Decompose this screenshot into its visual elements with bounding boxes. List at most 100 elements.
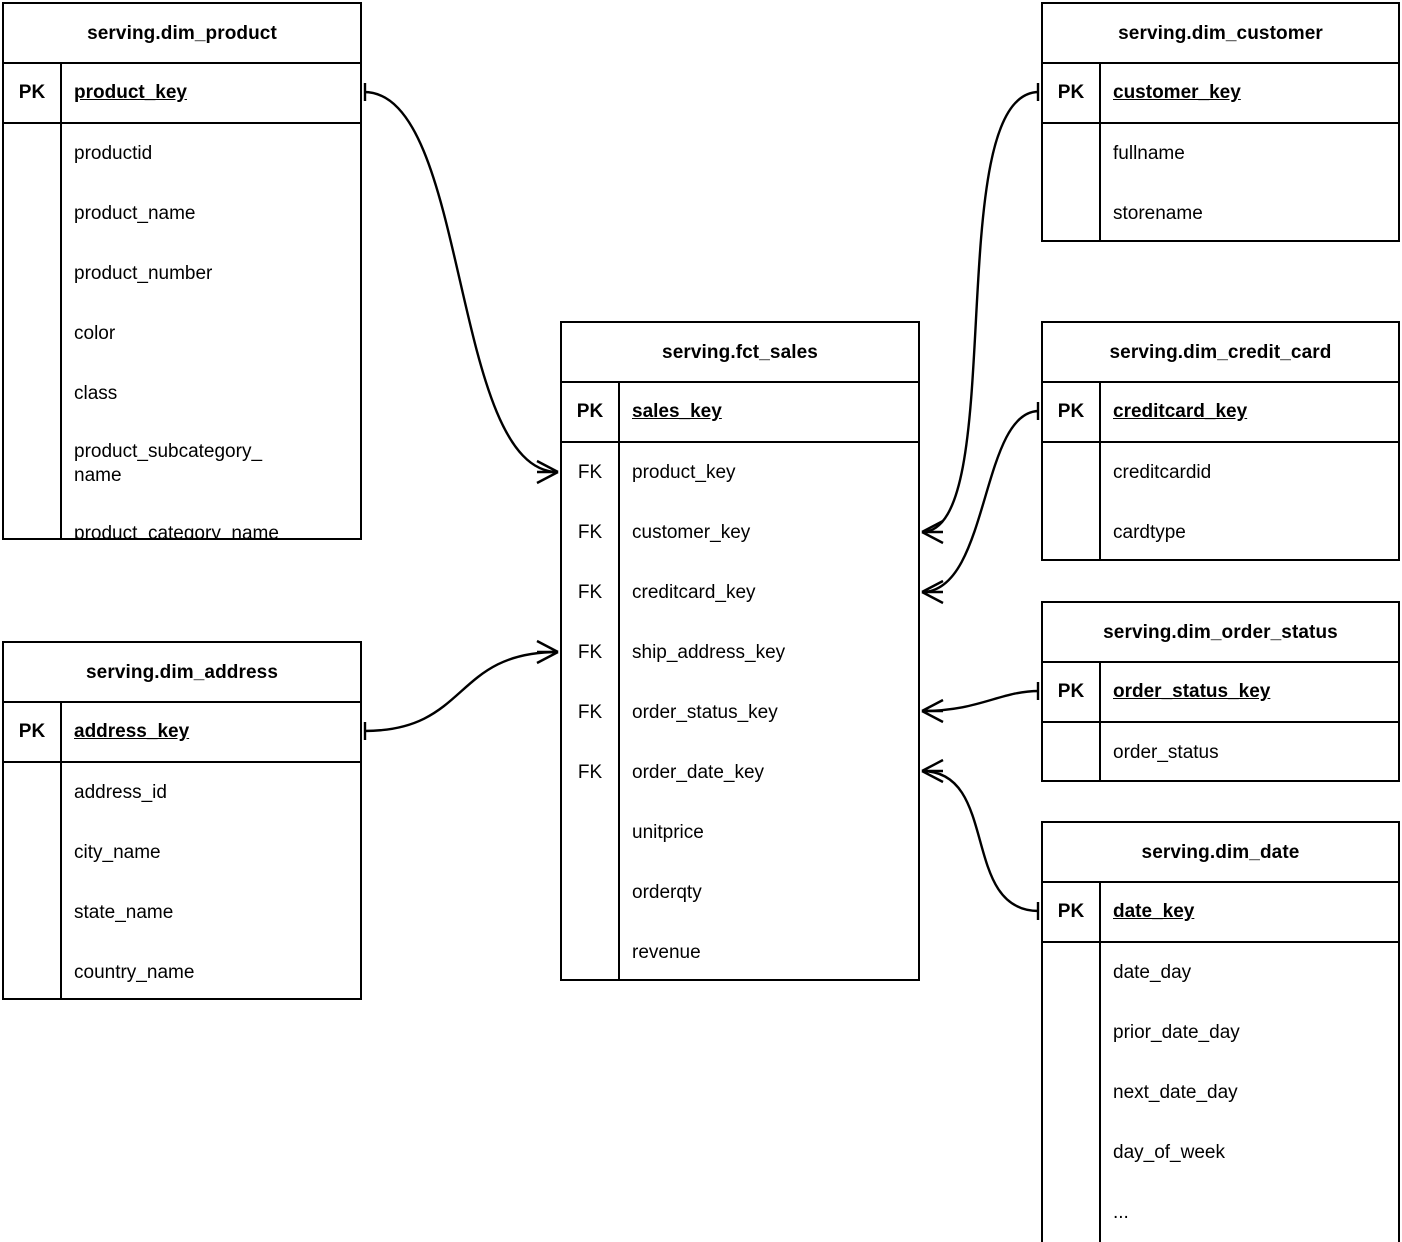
column-row: order_status_key xyxy=(632,702,778,723)
entity-title-dim-address: serving.dim_address xyxy=(4,643,360,703)
pk-name-fct-sales: sales_key xyxy=(632,401,722,422)
pk-row-dim-product: PK product_key xyxy=(4,64,360,124)
fk-badge: FK xyxy=(577,702,603,723)
pk-row-fct-sales: PK sales_key xyxy=(562,383,918,443)
column-row: order_date_key xyxy=(632,762,765,783)
attributes-dim-credit-card: creditcardid cardtype xyxy=(1043,443,1398,559)
attribute-row: class xyxy=(74,383,118,404)
pk-name-dim-order-status: order_status_key xyxy=(1113,681,1271,702)
entity-dim-credit-card[interactable]: serving.dim_credit_card PK creditcard_ke… xyxy=(1041,321,1400,561)
pk-badge-dim-product: PK xyxy=(4,64,62,122)
key-gutter-dim-customer xyxy=(1043,124,1101,240)
key-gutter-dim-product xyxy=(4,124,62,538)
relationship-address-crowsfoot xyxy=(536,639,559,665)
attribute-row: country_name xyxy=(74,962,195,983)
fk-gutter-fct-sales: FK FK FK FK FK FK xyxy=(562,443,620,979)
pk-badge-dim-customer: PK xyxy=(1043,64,1101,122)
column-row: revenue xyxy=(632,942,701,963)
attribute-row: next_date_day xyxy=(1113,1082,1238,1103)
attribute-row: prior_date_day xyxy=(1113,1022,1240,1043)
attribute-row: product_name xyxy=(74,203,196,224)
attribute-row: day_of_week xyxy=(1113,1142,1225,1163)
entity-title-fct-sales: serving.fct_sales xyxy=(562,323,918,383)
attribute-row: productid xyxy=(74,143,153,164)
relationship-product-line xyxy=(363,90,559,474)
fk-badge: FK xyxy=(577,762,603,783)
key-gutter-dim-credit-card xyxy=(1043,443,1101,559)
pk-badge-fct-sales: PK xyxy=(562,383,620,441)
attributes-dim-order-status: order_status xyxy=(1043,723,1398,780)
attribute-row: date_day xyxy=(1113,962,1192,983)
entity-title-dim-date: serving.dim_date xyxy=(1043,823,1398,883)
attribute-row: product_number xyxy=(74,263,213,284)
entity-dim-date[interactable]: serving.dim_date PK date_key date_day pr… xyxy=(1041,821,1400,1242)
entity-title-dim-credit-card: serving.dim_credit_card xyxy=(1043,323,1398,383)
pk-badge-dim-date: PK xyxy=(1043,883,1101,941)
key-gutter-dim-date xyxy=(1043,943,1101,1242)
relationship-date-crowsfoot xyxy=(921,758,944,784)
relationship-orderstatus-line xyxy=(921,689,1040,713)
relationship-product-crowsfoot xyxy=(536,459,559,485)
attribute-row: order_status xyxy=(1113,742,1219,763)
attributes-dim-date: date_day prior_date_day next_date_day da… xyxy=(1043,943,1398,1242)
attribute-row: address_id xyxy=(74,782,167,803)
fk-badge: FK xyxy=(577,582,603,603)
columns-fct-sales: FK FK FK FK FK FK product_key customer_k… xyxy=(562,443,918,979)
entity-title-dim-order-status: serving.dim_order_status xyxy=(1043,603,1398,663)
entity-dim-address[interactable]: serving.dim_address PK address_key addre… xyxy=(2,641,362,1000)
attributes-dim-product: productid product_name product_number co… xyxy=(4,124,360,540)
attribute-row: ... xyxy=(1113,1202,1129,1223)
attributes-dim-address: address_id city_name state_name country_… xyxy=(4,763,360,998)
column-row: ship_address_key xyxy=(632,642,786,663)
column-row: unitprice xyxy=(632,822,704,843)
attribute-row: fullname xyxy=(1113,143,1185,164)
column-row: product_key xyxy=(632,462,736,483)
attribute-row: color xyxy=(74,323,116,344)
pk-row-dim-customer: PK customer_key xyxy=(1043,64,1398,124)
fk-badge-empty xyxy=(562,923,618,979)
relationship-address-line xyxy=(363,650,559,733)
pk-row-dim-address: PK address_key xyxy=(4,703,360,763)
pk-name-dim-date: date_key xyxy=(1113,901,1195,922)
relationship-creditcard-crowsfoot xyxy=(921,579,944,605)
relationship-customer-crowsfoot xyxy=(921,519,944,545)
attribute-row: product_subcategory_ name xyxy=(74,441,263,486)
attribute-row: product_category_name xyxy=(74,523,279,540)
attribute-row: creditcardid xyxy=(1113,462,1212,483)
relationship-customer-line xyxy=(921,90,1040,534)
attribute-row: state_name xyxy=(74,902,174,923)
column-row: creditcard_key xyxy=(632,582,756,603)
relationship-creditcard-line xyxy=(921,409,1040,594)
key-gutter-dim-address xyxy=(4,763,62,998)
pk-name-dim-credit-card: creditcard_key xyxy=(1113,401,1248,422)
attribute-row: storename xyxy=(1113,203,1203,224)
pk-row-dim-date: PK date_key xyxy=(1043,883,1398,943)
pk-row-dim-order-status: PK order_status_key xyxy=(1043,663,1398,723)
entity-dim-customer[interactable]: serving.dim_customer PK customer_key ful… xyxy=(1041,2,1400,242)
column-row: orderqty xyxy=(632,882,702,903)
fk-badge-empty xyxy=(562,863,618,923)
pk-name-dim-address: address_key xyxy=(74,721,190,742)
pk-name-dim-product: product_key xyxy=(74,82,187,103)
pk-row-dim-credit-card: PK creditcard_key xyxy=(1043,383,1398,443)
attributes-dim-customer: fullname storename xyxy=(1043,124,1398,240)
fk-badge: FK xyxy=(577,642,603,663)
fk-badge-empty xyxy=(562,803,618,863)
pk-badge-dim-order-status: PK xyxy=(1043,663,1101,721)
fk-badge: FK xyxy=(577,462,603,483)
pk-name-dim-customer: customer_key xyxy=(1113,82,1241,103)
column-row: customer_key xyxy=(632,522,751,543)
entity-dim-order-status[interactable]: serving.dim_order_status PK order_status… xyxy=(1041,601,1400,782)
fk-badge: FK xyxy=(577,522,603,543)
pk-badge-dim-address: PK xyxy=(4,703,62,761)
key-gutter-dim-order-status xyxy=(1043,723,1101,780)
relationship-date-line xyxy=(921,769,1040,913)
pk-badge-dim-credit-card: PK xyxy=(1043,383,1101,441)
entity-fct-sales[interactable]: serving.fct_sales PK sales_key FK FK FK … xyxy=(560,321,920,981)
attribute-row: city_name xyxy=(74,842,161,863)
entity-title-dim-product: serving.dim_product xyxy=(4,4,360,64)
entity-title-dim-customer: serving.dim_customer xyxy=(1043,4,1398,64)
relationship-orderstatus-crowsfoot xyxy=(921,698,944,724)
entity-dim-product[interactable]: serving.dim_product PK product_key produ… xyxy=(2,2,362,540)
